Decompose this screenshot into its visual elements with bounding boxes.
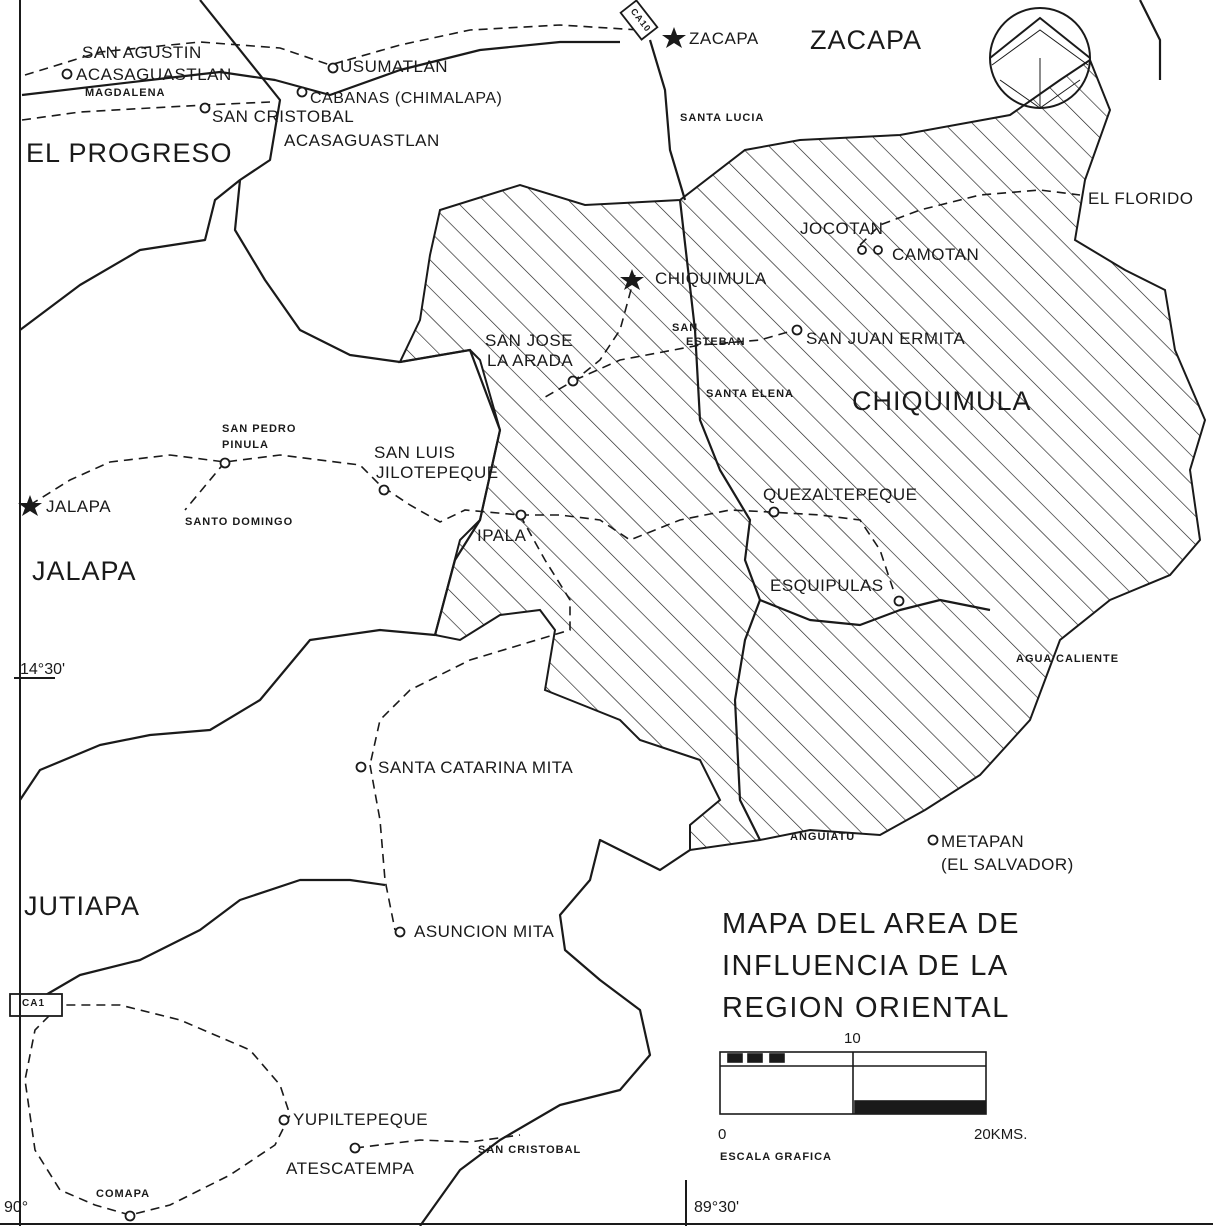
label-san-juan-ermita: SAN JUAN ERMITA xyxy=(806,329,966,348)
label-san-luis: SAN LUIS xyxy=(374,443,456,462)
label-santa-lucia: SANTA LUCIA xyxy=(680,112,765,124)
coord-lon-90: 90° xyxy=(4,1199,29,1216)
scale-end-label: 20KMS. xyxy=(974,1126,1028,1143)
label-san-jose: SAN JOSE xyxy=(485,331,574,350)
label-san-agustin: SAN AGUSTIN xyxy=(82,43,202,62)
label-el-florido: EL FLORIDO xyxy=(1088,189,1194,208)
label-santa-elena: SANTA ELENA xyxy=(706,388,794,400)
scale-caption: ESCALA GRAFICA xyxy=(720,1151,832,1163)
label-cabanas-text: CABANAS (CHIMALAPA) xyxy=(310,90,503,107)
label-san-pedro: SAN PEDRO xyxy=(222,423,297,435)
influence-area-hatched xyxy=(398,58,1207,852)
dept-jalapa: JALAPA xyxy=(32,556,137,586)
label-san-cristobal-2: ACASAGUASTLAN xyxy=(284,131,440,150)
dept-el-progreso: EL PROGRESO xyxy=(26,138,233,168)
label-agua-caliente: AGUA CALIENTE xyxy=(1016,653,1120,665)
label-esquipulas: ESQUIPULAS xyxy=(770,576,884,595)
road-ca1-label: CA1 xyxy=(22,998,46,1009)
dept-zacapa: ZACAPA xyxy=(810,25,923,55)
label-santo-domingo: SANTO DOMINGO xyxy=(185,516,294,528)
map-title-line-2: INFLUENCIA DE LA xyxy=(722,950,1009,982)
label-zacapa-city: ZACAPA xyxy=(689,29,759,48)
label-asuncion-mita: ASUNCION MITA xyxy=(414,922,555,941)
label-santa-catarina-mita: SANTA CATARINA MITA xyxy=(378,758,574,777)
capital-stars xyxy=(18,27,686,516)
north-arrow xyxy=(989,7,1091,109)
map-title-line-1: MAPA DEL AREA DE xyxy=(722,908,1020,940)
label-yupiltepeque: YUPILTEPEQUE xyxy=(293,1110,429,1129)
roads xyxy=(21,24,1081,1216)
dept-jutiapa: JUTIAPA xyxy=(24,891,141,921)
label-metapan-2: (EL SALVADOR) xyxy=(941,855,1074,874)
label-metapan: METAPAN xyxy=(941,832,1025,851)
label-san-luis-2: JILOTEPEQUE xyxy=(376,463,499,482)
label-san-cristobal: SAN CRISTOBAL xyxy=(212,107,355,126)
scale-bar xyxy=(719,1051,987,1115)
label-chiquimula-city: CHIQUIMULA xyxy=(655,269,767,288)
label-jocotan: JOCOTAN xyxy=(800,219,884,238)
coord-lat-1430: 14°30' xyxy=(20,661,66,678)
label-anguiatu: ANGUIATU xyxy=(790,831,856,843)
label-jalapa-city: JALAPA xyxy=(46,497,112,516)
label-san-jose-2: LA ARADA xyxy=(487,351,574,370)
label-san-agustin-2: ACASAGUASTLAN xyxy=(76,65,232,84)
label-comapa: COMAPA xyxy=(96,1188,151,1200)
scale-mid-label: 10 xyxy=(844,1030,861,1047)
map-title-line-3: REGION ORIENTAL xyxy=(722,992,1010,1024)
label-san-cristobal-south: SAN CRISTOBAL xyxy=(478,1144,582,1156)
coord-lon-8930: 89°30' xyxy=(694,1199,740,1216)
label-magdalena: MAGDALENA xyxy=(85,87,166,99)
label-ipala: IPALA xyxy=(477,526,527,545)
label-san-pedro-2: PINULA xyxy=(222,439,269,451)
label-quezaltepeque: QUEZALTEPEQUE xyxy=(763,485,918,504)
label-camotan: CAMOTAN xyxy=(892,245,980,264)
label-san-esteban: SAN xyxy=(672,322,699,334)
department-boundaries xyxy=(19,0,1162,1226)
scale-start-label: 0 xyxy=(718,1126,727,1143)
label-cabanas: CABANAS (CHIMALAPA) xyxy=(310,89,502,107)
label-san-esteban-2: ESTEBAN xyxy=(686,336,746,348)
dept-chiquimula: CHIQUIMULA xyxy=(852,386,1032,416)
label-usumatlan: USUMATLAN xyxy=(340,57,449,76)
town-markers xyxy=(61,62,939,1222)
label-atescatempa: ATESCATEMPA xyxy=(286,1159,415,1178)
road-shields xyxy=(9,0,659,1017)
